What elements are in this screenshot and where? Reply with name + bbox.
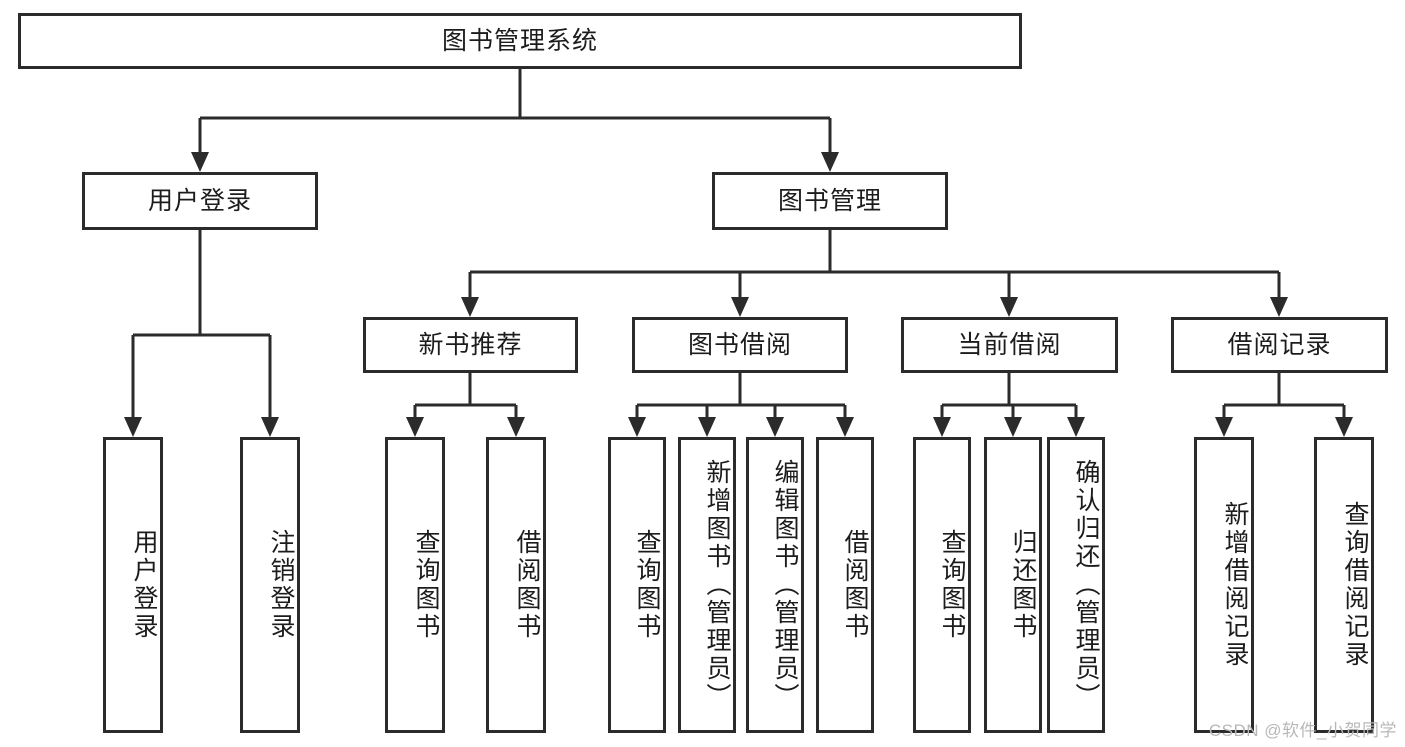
arrowhead-icon [766, 417, 784, 437]
arrowhead-icon [261, 417, 279, 437]
leaf-node-新增图书管理员[interactable]: 新增图书（管理员） [678, 437, 736, 733]
node-label: 借阅图书 [513, 529, 541, 641]
level2-node-当前借阅[interactable]: 当前借阅 [901, 317, 1118, 373]
node-label: 图书借阅 [687, 331, 792, 359]
node-label: 编辑图书（管理员） [771, 459, 799, 711]
leaf-node-查询图书[interactable]: 查询图书 [385, 437, 445, 733]
node-label: 借阅记录 [1227, 331, 1332, 359]
root-node-图书管理系统[interactable]: 图书管理系统 [18, 13, 1022, 69]
leaf-node-确认归还管理员[interactable]: 确认归还（管理员） [1047, 437, 1105, 733]
level2-node-新书推荐[interactable]: 新书推荐 [363, 317, 578, 373]
arrowhead-icon [461, 297, 479, 317]
level1-node-用户登录[interactable]: 用户登录 [82, 172, 318, 230]
arrowhead-icon [836, 417, 854, 437]
leaf-node-新增借阅记录[interactable]: 新增借阅记录 [1194, 437, 1254, 733]
level2-node-借阅记录[interactable]: 借阅记录 [1171, 317, 1388, 373]
node-label: 新书推荐 [418, 331, 523, 359]
node-label: 查询借阅记录 [1341, 501, 1369, 669]
leaf-node-编辑图书管理员[interactable]: 编辑图书（管理员） [746, 437, 804, 733]
watermark-label: CSDN @软件_小贺同学 [1208, 721, 1397, 740]
node-label: 图书管理系统 [441, 27, 598, 55]
leaf-node-归还图书[interactable]: 归还图书 [984, 437, 1042, 733]
leaf-node-注销登录[interactable]: 注销登录 [240, 437, 300, 733]
arrowhead-icon [698, 417, 716, 437]
leaf-node-查询图书[interactable]: 查询图书 [913, 437, 971, 733]
node-label: 查询图书 [633, 529, 661, 641]
arrowhead-icon [1004, 417, 1022, 437]
arrowhead-icon [731, 297, 749, 317]
node-label: 注销登录 [267, 529, 295, 641]
leaf-node-用户登录[interactable]: 用户登录 [103, 437, 163, 733]
node-label: 用户登录 [147, 187, 252, 215]
arrowhead-icon [1215, 417, 1233, 437]
level2-node-图书借阅[interactable]: 图书借阅 [632, 317, 848, 373]
node-label: 用户登录 [130, 529, 158, 641]
leaf-node-查询借阅记录[interactable]: 查询借阅记录 [1314, 437, 1374, 733]
node-label: 查询图书 [938, 529, 966, 641]
arrowhead-icon [1335, 417, 1353, 437]
level1-node-图书管理[interactable]: 图书管理 [712, 172, 948, 230]
leaf-node-借阅图书[interactable]: 借阅图书 [816, 437, 874, 733]
arrowhead-icon [821, 152, 839, 172]
arrowhead-icon [933, 417, 951, 437]
arrowhead-icon [1000, 297, 1018, 317]
node-label: 查询图书 [412, 529, 440, 641]
node-label: 确认归还（管理员） [1072, 459, 1100, 711]
arrowhead-icon [124, 417, 142, 437]
arrowhead-icon [191, 152, 209, 172]
node-label: 借阅图书 [841, 529, 869, 641]
arrowhead-icon [1067, 417, 1085, 437]
arrowhead-icon [507, 417, 525, 437]
node-label: 新增图书（管理员） [703, 459, 731, 711]
arrowhead-icon [406, 417, 424, 437]
node-label: 归还图书 [1009, 529, 1037, 641]
arrowhead-icon [628, 417, 646, 437]
node-label: 图书管理 [777, 187, 882, 215]
node-label: 当前借阅 [957, 331, 1062, 359]
arrowhead-icon [1270, 297, 1288, 317]
node-label: 新增借阅记录 [1221, 501, 1249, 669]
leaf-node-查询图书[interactable]: 查询图书 [608, 437, 666, 733]
leaf-node-借阅图书[interactable]: 借阅图书 [486, 437, 546, 733]
